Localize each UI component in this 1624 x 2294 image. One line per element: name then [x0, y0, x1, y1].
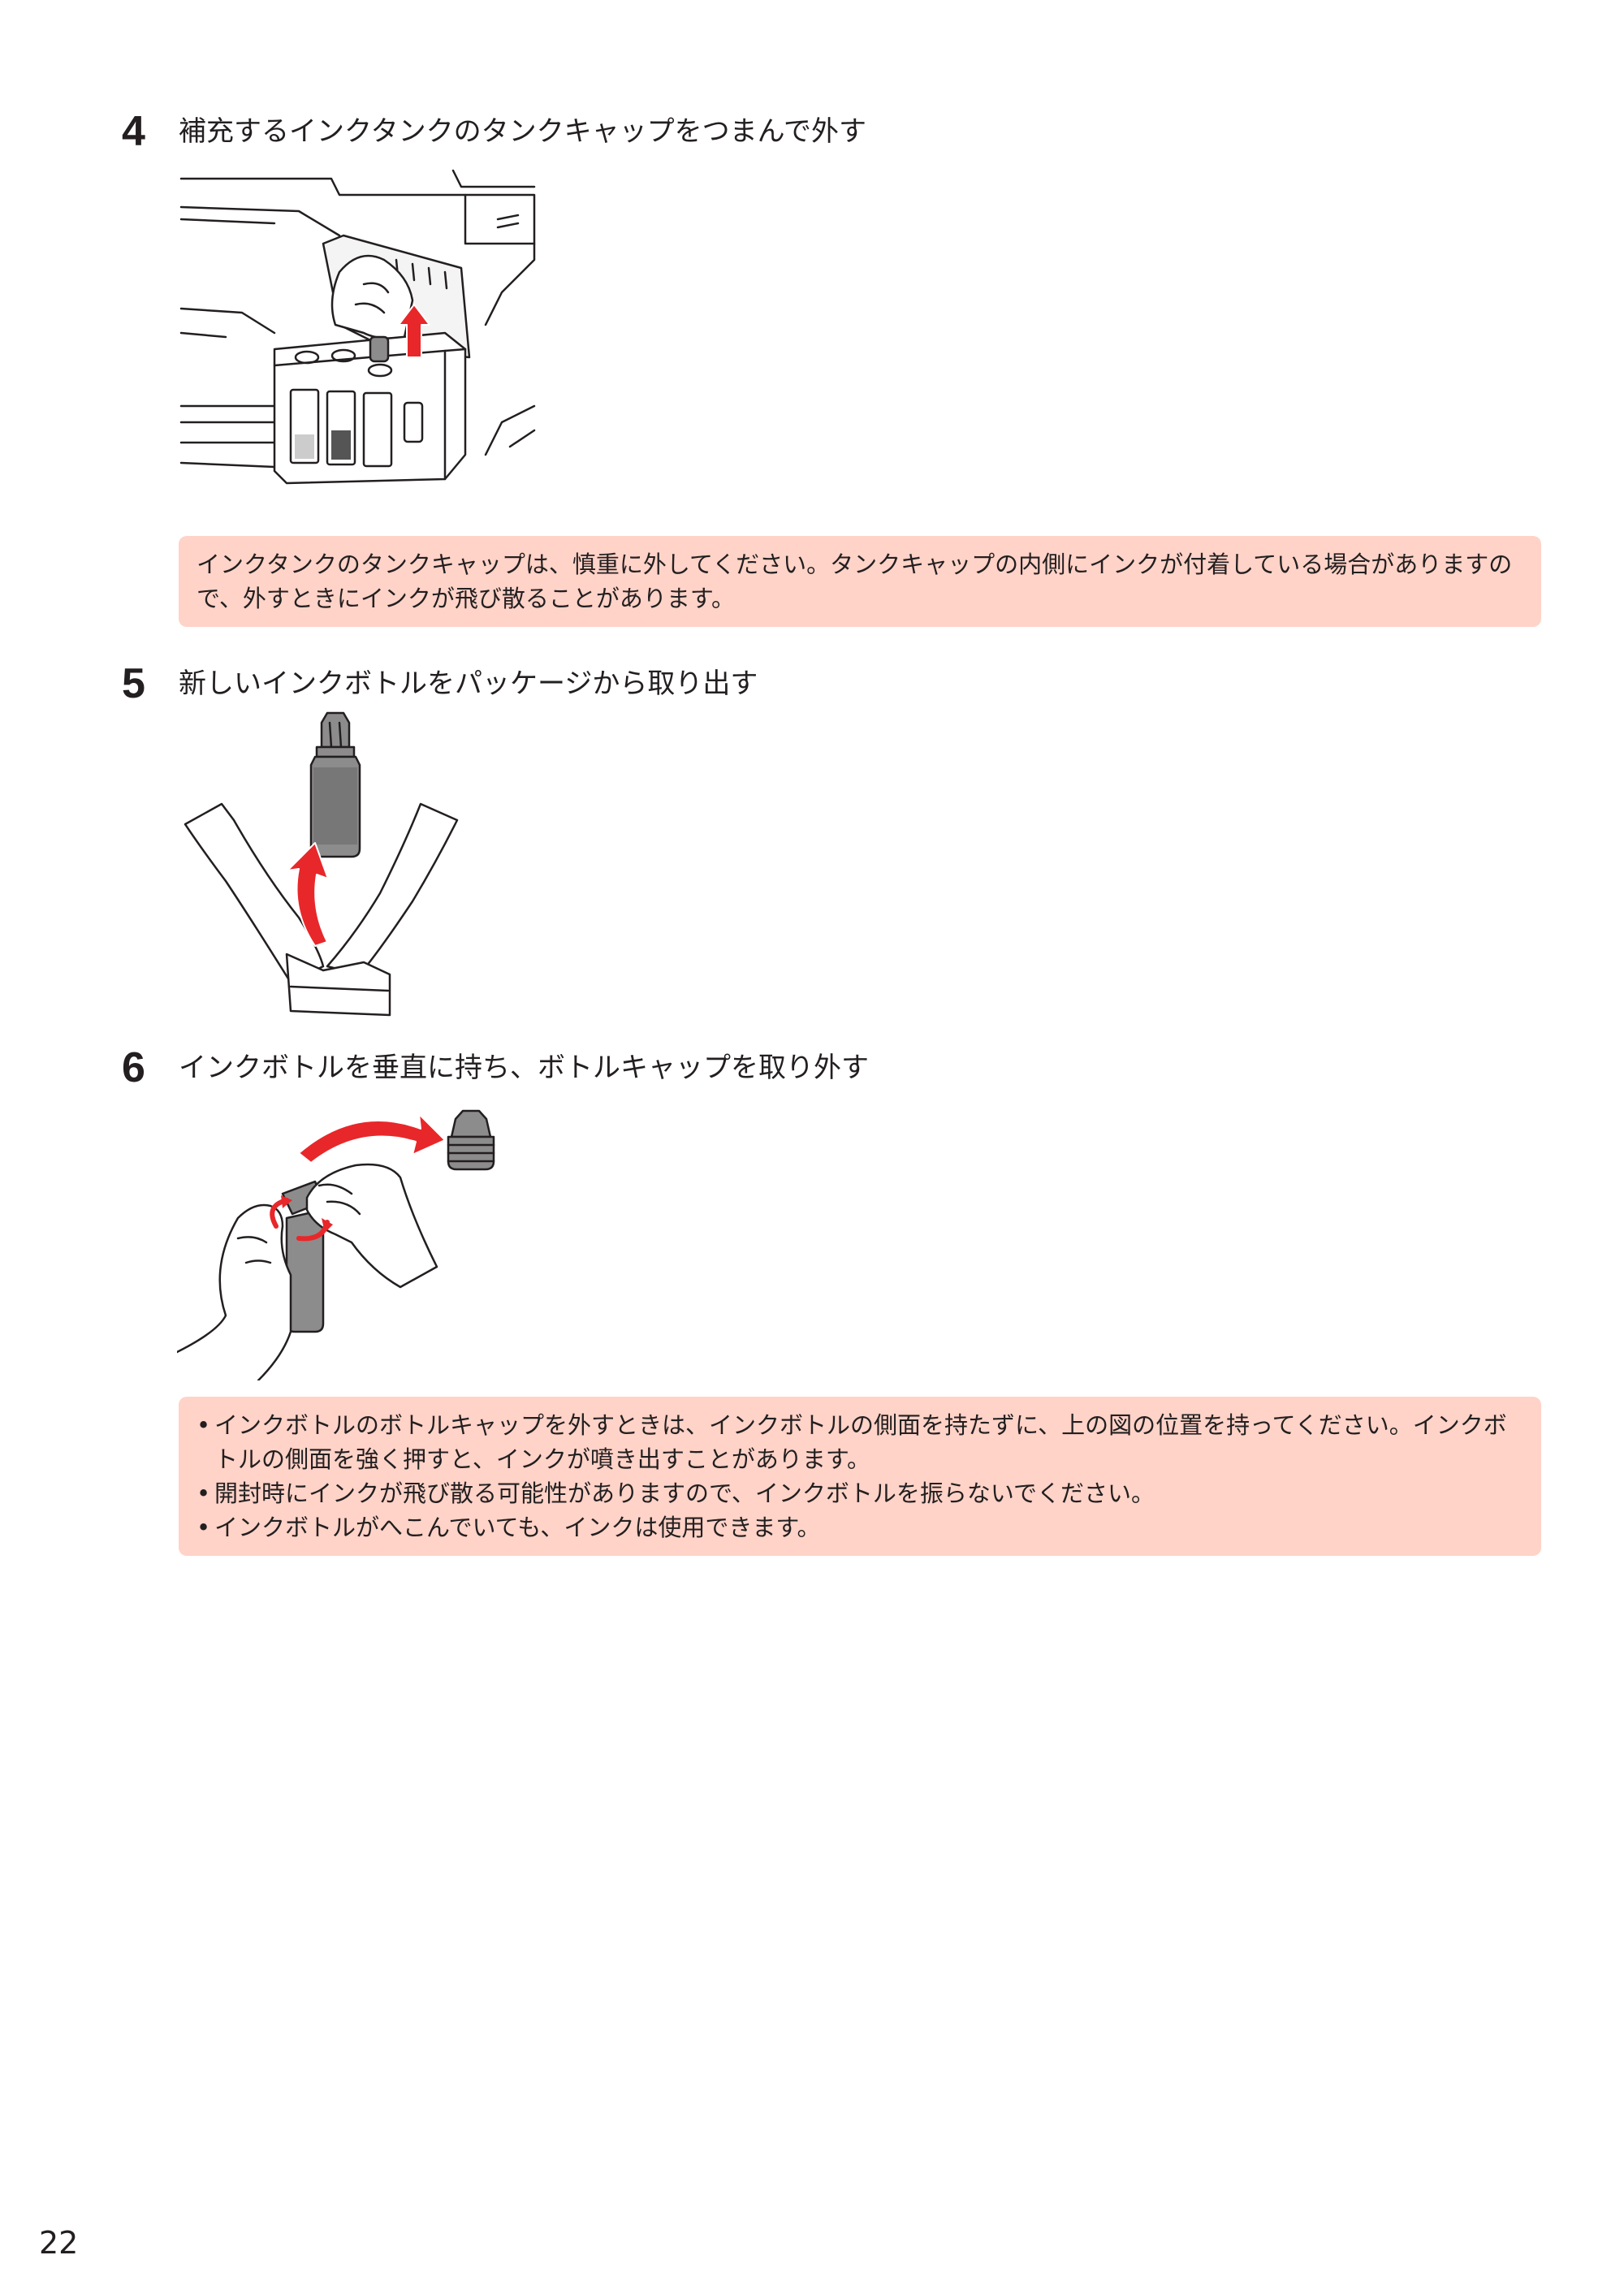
step-number: 6	[122, 1044, 145, 1091]
ink-bottle-package-illustration	[177, 706, 502, 1023]
step-number: 4	[122, 108, 145, 155]
note-item: インクボトルがへこんでいても、インクは使用できます。	[197, 1510, 1523, 1544]
hands-removing-cap-illustration	[177, 1104, 518, 1380]
note-list: インクボトルのボトルキャップを外すときは、インクボトルの側面を持たずに、上の図の…	[197, 1408, 1523, 1544]
note-item: 開封時にインクが飛び散る可能性がありますので、インクボトルを振らないでください。	[197, 1476, 1523, 1510]
step-title: 補充するインクタンクのタンクキャップをつまんで外す	[179, 115, 866, 148]
printer-ink-tank-illustration	[177, 162, 542, 528]
note-item: インクボトルのボトルキャップを外すときは、インクボトルの側面を持たずに、上の図の…	[197, 1408, 1523, 1476]
step-title: 新しいインクボトルをパッケージから取り出す	[179, 667, 758, 700]
step-title: インクボトルを垂直に持ち、ボトルキャップを取り外す	[179, 1052, 869, 1084]
caution-note-step-6: インクボトルのボトルキャップを外すときは、インクボトルの側面を持たずに、上の図の…	[179, 1397, 1541, 1556]
step-number: 5	[122, 660, 145, 707]
note-text: インクタンクのタンクキャップは、慎重に外してください。タンクキャップの内側にイン…	[197, 551, 1513, 612]
caution-note-step-4: インクタンクのタンクキャップは、慎重に外してください。タンクキャップの内側にイン…	[179, 536, 1541, 627]
page-number: 22	[39, 2225, 79, 2261]
